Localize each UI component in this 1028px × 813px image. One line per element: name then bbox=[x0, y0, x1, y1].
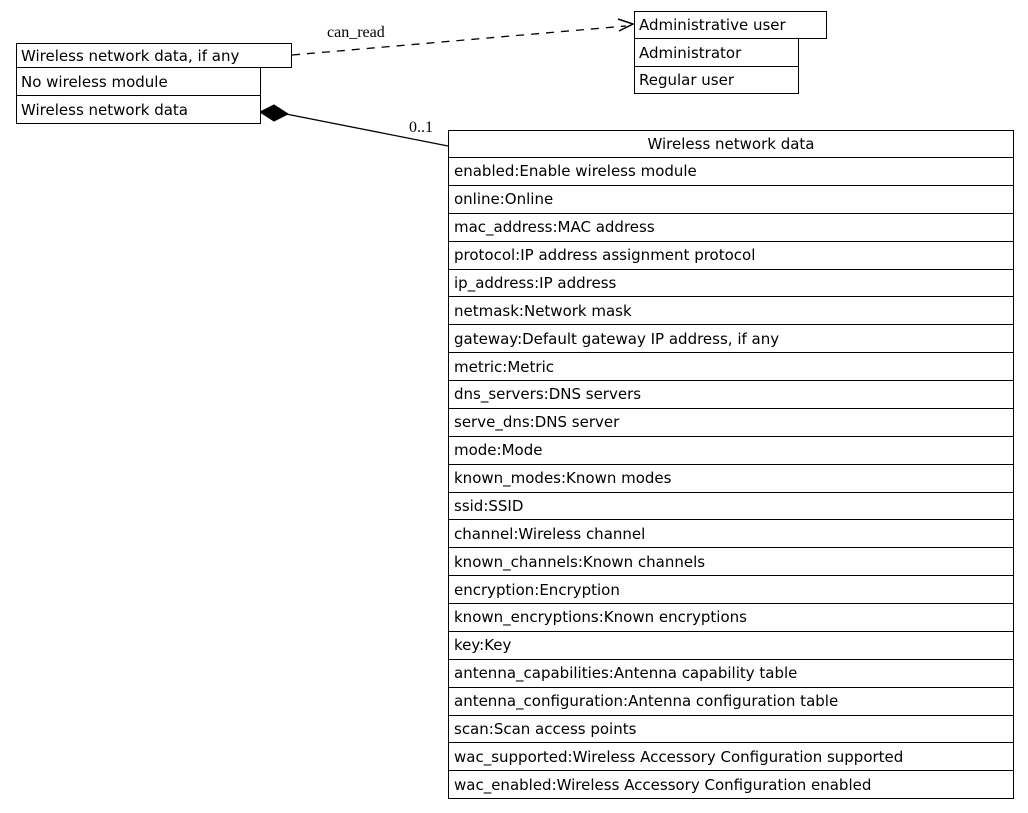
composition-diamond-icon bbox=[258, 104, 290, 122]
table-row: antenna_configuration:Antenna configurat… bbox=[449, 688, 1013, 716]
table-row: known_encryptions:Known encryptions bbox=[449, 604, 1013, 632]
table-row: known_channels:Known channels bbox=[449, 548, 1013, 577]
multiplicity-label: 0..1 bbox=[409, 119, 433, 136]
table-row: protocol:IP address assignment protocol bbox=[449, 242, 1013, 270]
table-row: enabled:Enable wireless module bbox=[449, 158, 1013, 186]
table-row: serve_dns:DNS server bbox=[449, 409, 1013, 437]
table-row: wac_enabled:Wireless Accessory Configura… bbox=[454, 775, 872, 794]
table-row: channel:Wireless channel bbox=[449, 520, 1013, 549]
table-row: online:Online bbox=[449, 186, 1013, 214]
table-row: antenna_capabilities:Antenna capability … bbox=[449, 660, 1013, 688]
user-node-row-administrator: Administrator bbox=[634, 38, 799, 67]
wireless-table-rows: enabled:Enable wireless module online:On… bbox=[449, 158, 1013, 798]
table-row: scan:Scan access points bbox=[449, 716, 1013, 744]
user-node-title: Administrative user bbox=[634, 11, 827, 39]
table-row: wac_supported:Wireless Accessory Configu… bbox=[449, 743, 1013, 772]
table-row: ssid:SSID bbox=[449, 493, 1013, 521]
wireless-data-table: Wireless network data enabled:Enable wir… bbox=[448, 130, 1014, 799]
module-node-row-no-module: No wireless module bbox=[16, 67, 261, 96]
table-row: dns_servers:DNS servers bbox=[449, 381, 1013, 409]
table-row: netmask:Network mask bbox=[449, 297, 1013, 326]
table-row: metric:Metric bbox=[449, 353, 1013, 381]
can-read-edge-label: can_read bbox=[327, 24, 385, 41]
table-row: gateway:Default gateway IP address, if a… bbox=[449, 325, 1013, 354]
wireless-table-title: Wireless network data bbox=[449, 131, 1013, 158]
module-node-title: Wireless network data, if any bbox=[16, 43, 292, 68]
table-row: key:Key bbox=[449, 632, 1013, 660]
table-row: mode:Mode bbox=[449, 437, 1013, 465]
module-node-row-network-data: Wireless network data bbox=[16, 95, 261, 124]
table-row: mac_address:MAC address bbox=[449, 214, 1013, 242]
user-node-row-regular-user: Regular user bbox=[634, 66, 799, 94]
table-row: known_modes:Known modes bbox=[449, 465, 1013, 493]
open-arrowhead-icon bbox=[617, 18, 635, 32]
table-row: ip_address:IP address bbox=[449, 270, 1013, 298]
table-row: encryption:Encryption bbox=[449, 576, 1013, 604]
